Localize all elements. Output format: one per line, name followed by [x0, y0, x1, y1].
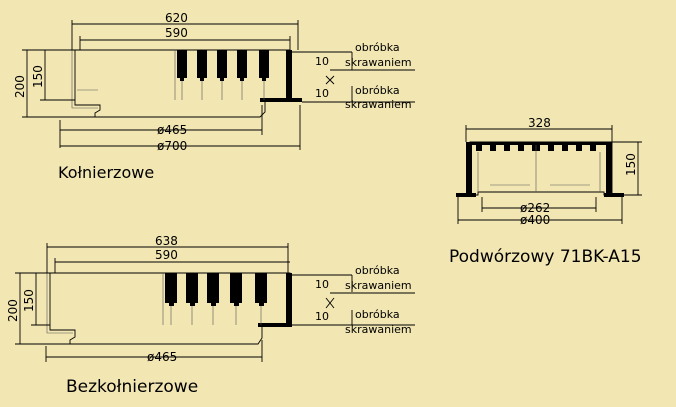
right-dim-150: 150: [624, 153, 638, 176]
bottom-drawing: 638 590 200 150 ø465 10 obróbka skrawani…: [6, 234, 415, 397]
top-note-1: 10 obróbka skrawaniem: [292, 41, 415, 85]
right-grate: [472, 142, 606, 192]
bottom-note-1: 10 obróbka skrawaniem: [292, 264, 415, 309]
top-dim-590: 590: [165, 26, 188, 40]
svg-text:10: 10: [315, 278, 329, 291]
top-note-2: 10 obróbka skrawaniem: [302, 84, 415, 111]
svg-text:obróbka: obróbka: [355, 264, 400, 277]
bottom-grate: [162, 273, 267, 325]
top-grate: [174, 50, 269, 100]
top-flange: [260, 98, 302, 102]
svg-text:10: 10: [315, 55, 329, 68]
right-dia-262: ø262: [520, 201, 550, 215]
bottom-note-2: 10 obróbka skrawaniem: [292, 308, 415, 336]
right-title: Podwórzowy 71BK-A15: [449, 247, 642, 267]
svg-text:skrawaniem: skrawaniem: [345, 56, 412, 69]
svg-text:obróbka: obróbka: [355, 308, 400, 321]
bottom-title: Bezkołnierzowe: [66, 377, 198, 397]
svg-text:obróbka: obróbka: [355, 41, 400, 54]
svg-text:skrawaniem: skrawaniem: [345, 98, 412, 111]
bottom-flange: [258, 323, 292, 327]
top-dim-200: 200: [13, 75, 27, 98]
svg-text:10: 10: [315, 87, 329, 100]
bottom-dim-200: 200: [6, 299, 20, 322]
right-dim-328: 328: [528, 116, 551, 130]
right-drawing: 328 150 ø262 ø400 Podwórzowy 71BK-A15: [449, 116, 642, 267]
top-dim-150: 150: [31, 65, 45, 88]
top-dia-465: ø465: [157, 123, 187, 137]
right-left-wall: [466, 142, 472, 197]
svg-text:skrawaniem: skrawaniem: [345, 279, 412, 292]
bottom-dia-465: ø465: [147, 350, 177, 364]
right-dia-400: ø400: [520, 213, 550, 227]
bottom-dim-150: 150: [22, 289, 36, 312]
top-dia-700: ø700: [157, 139, 187, 153]
top-drawing: 620 590 200 150 ø465 ø700 10 obróbka skr…: [13, 11, 415, 182]
top-title: Kołnierzowe: [58, 163, 154, 182]
svg-text:obróbka: obróbka: [355, 84, 400, 97]
bottom-dim-638: 638: [155, 234, 178, 248]
bottom-dim-590: 590: [155, 248, 178, 262]
right-right-wall: [606, 142, 612, 197]
top-dim-620: 620: [165, 11, 188, 25]
svg-text:10: 10: [315, 310, 329, 323]
svg-text:skrawaniem: skrawaniem: [345, 323, 412, 336]
